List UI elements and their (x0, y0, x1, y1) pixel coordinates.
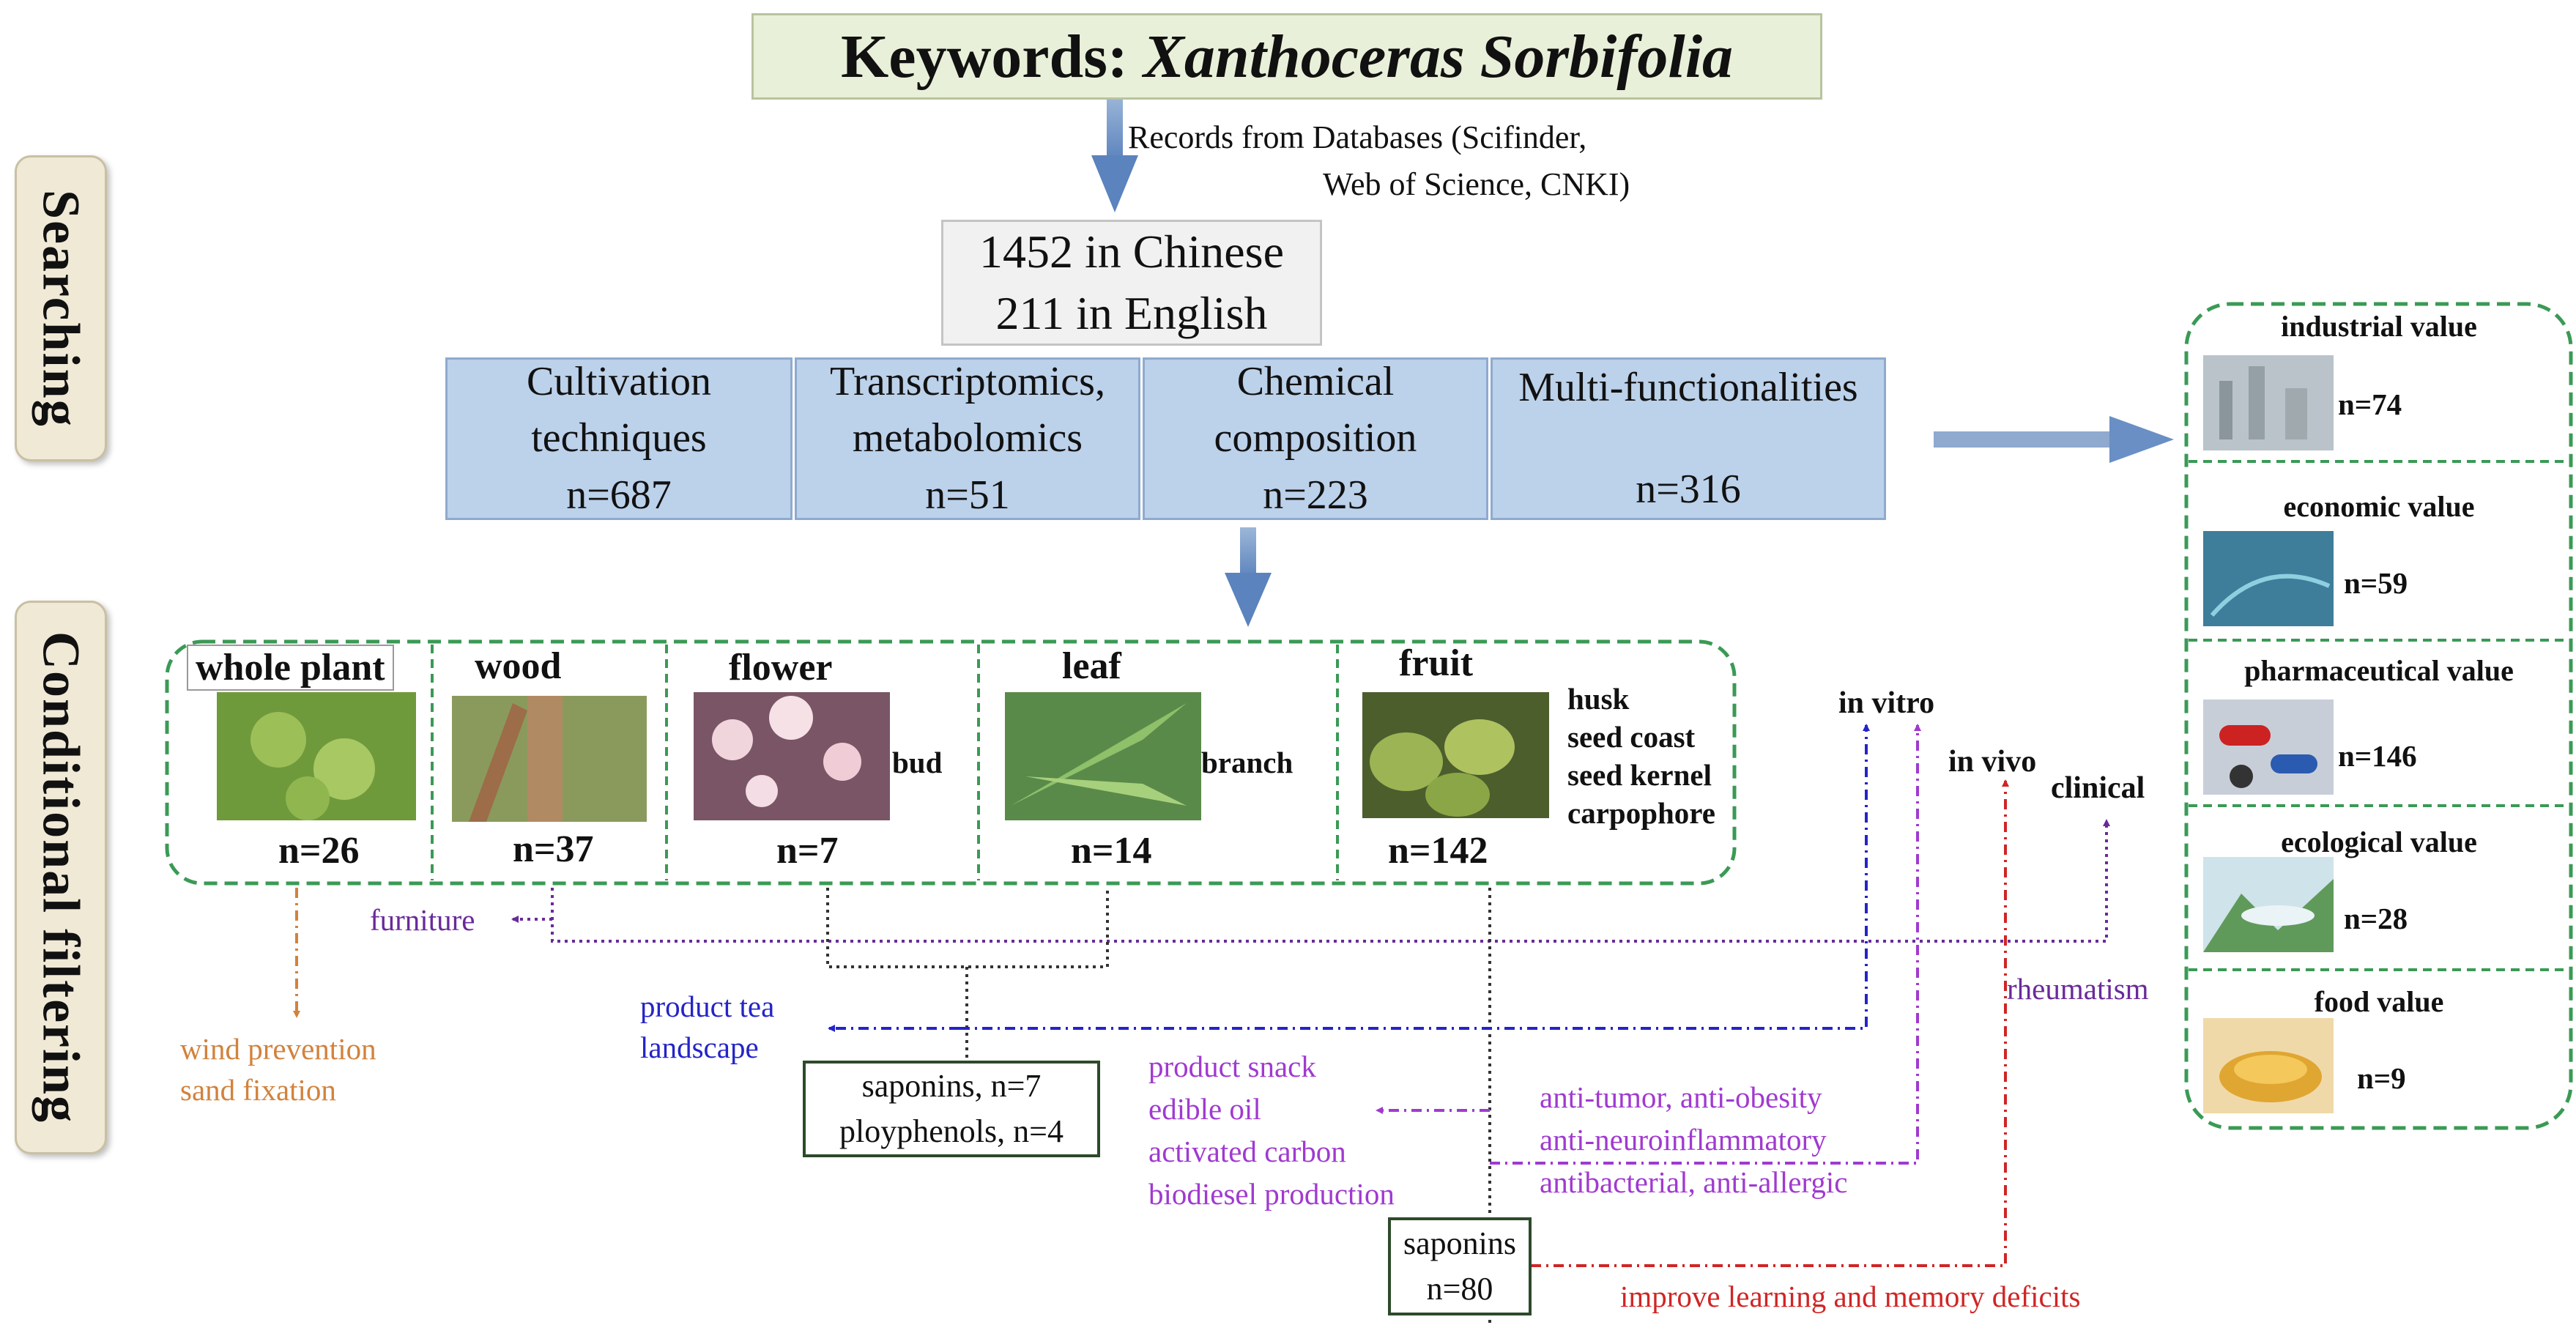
part-sub-bud: bud (892, 746, 943, 779)
stage-searching: Searching (15, 155, 107, 461)
value-dividers (2189, 460, 2569, 971)
category-multifunctional: Multi-functionalities n=316 (1491, 357, 1886, 520)
part-count-leaf: n=14 (1071, 830, 1152, 872)
part-label-fruit: fruit (1399, 642, 1474, 684)
part-label-flower: flower (729, 647, 833, 689)
stage-conditional-filtering: Conditional filtering (15, 601, 107, 1154)
part-sub-carpophore: carpophore (1567, 796, 1715, 830)
database-sources-line1: Records from Databases (Scifinder, (1128, 119, 1587, 155)
category-cultivation: Cultivation techniques n=687 (445, 357, 793, 520)
part-dividers (431, 645, 1339, 880)
use-product-snack: product snack (1148, 1050, 1316, 1083)
use-biodiesel: biodiesel production (1148, 1177, 1395, 1211)
arrow-chemical-to-parts (1225, 527, 1272, 627)
in-vitro-connector (828, 724, 1870, 1032)
title-prefix: Keywords: (840, 22, 1143, 91)
arrow-to-values (1934, 416, 2174, 463)
effect-memory: improve learning and memory deficits (1620, 1280, 2081, 1313)
part-count-flower: n=7 (776, 830, 839, 872)
records-chinese: 1452 in Chinese (979, 225, 1284, 278)
value-title-food: food value (2314, 985, 2444, 1018)
study-in-vivo: in vivo (1948, 745, 2037, 779)
part-label-whole-plant: whole plant (187, 645, 394, 691)
plant-parts-container (165, 639, 1737, 886)
part-sub-husk: husk (1567, 682, 1630, 716)
part-sub-seed-kernel: seed kernel (1567, 758, 1712, 792)
compound-box-flower-leaf: saponins, n=7 ployphenols, n=4 (803, 1061, 1100, 1157)
use-furniture: furniture (370, 903, 475, 937)
study-clinical: clinical (2051, 771, 2145, 805)
records-english: 211 in English (995, 287, 1268, 339)
part-count-fruit: n=142 (1388, 830, 1488, 872)
effect-anti-tumor: anti-tumor, anti-obesity (1540, 1080, 1822, 1114)
use-activated-carbon: activated carbon (1148, 1135, 1346, 1168)
value-title-economic: economic value (2283, 490, 2475, 523)
value-count-food: n=9 (2357, 1061, 2406, 1095)
furniture-connector (511, 819, 2110, 943)
values-container (2184, 302, 2573, 1130)
use-wind-prevention: wind prevention (180, 1032, 376, 1066)
keywords-title-box: Keywords: Xanthoceras Sorbifolia (751, 13, 1822, 100)
part-label-wood: wood (475, 645, 562, 687)
value-title-industrial: industrial value (2281, 310, 2477, 343)
part-label-leaf: leaf (1062, 645, 1121, 687)
title-species: Xanthoceras Sorbifolia (1143, 22, 1734, 91)
compound-box-fruit: saponins n=80 (1388, 1217, 1532, 1315)
use-sand-fixation: sand fixation (180, 1073, 336, 1107)
value-photos (2203, 355, 2334, 1113)
value-count-economic: n=59 (2344, 566, 2408, 600)
category-chemical: Chemical composition n=223 (1143, 357, 1488, 520)
effect-antibacterial: antibacterial, anti-allergic (1540, 1165, 1848, 1199)
use-product-tea: product tea (640, 990, 775, 1023)
study-in-vitro: in vitro (1838, 686, 1935, 720)
part-count-wood: n=37 (513, 828, 594, 870)
value-count-industrial: n=74 (2338, 387, 2402, 421)
value-count-ecological: n=28 (2344, 902, 2408, 935)
database-sources-line2: Web of Science, CNKI) (1323, 166, 1630, 202)
value-title-pharmaceutical: pharmaceutical value (2244, 654, 2514, 687)
category-omics: Transcriptomics, metabolomics n=51 (795, 357, 1140, 520)
in-vivo-connector (1531, 779, 2009, 1267)
part-sub-seed-coast: seed coast (1567, 720, 1696, 754)
use-landscape: landscape (640, 1031, 759, 1064)
effect-anti-neuroinflammatory: anti-neuroinflammatory (1540, 1123, 1827, 1157)
fruit-effects-connector (1376, 724, 1921, 1165)
use-edible-oil: edible oil (1148, 1092, 1261, 1126)
value-count-pharmaceutical: n=146 (2338, 739, 2417, 773)
effect-rheumatism: rheumatism (2007, 972, 2149, 1006)
part-sub-branch: branch (1201, 746, 1293, 779)
records-box: 1452 in Chinese 211 in English (941, 220, 1322, 346)
value-title-ecological: ecological value (2281, 825, 2477, 858)
part-count-whole-plant: n=26 (278, 830, 360, 872)
arrow-title-to-records (1091, 95, 1138, 212)
plant-photos (217, 692, 1549, 822)
